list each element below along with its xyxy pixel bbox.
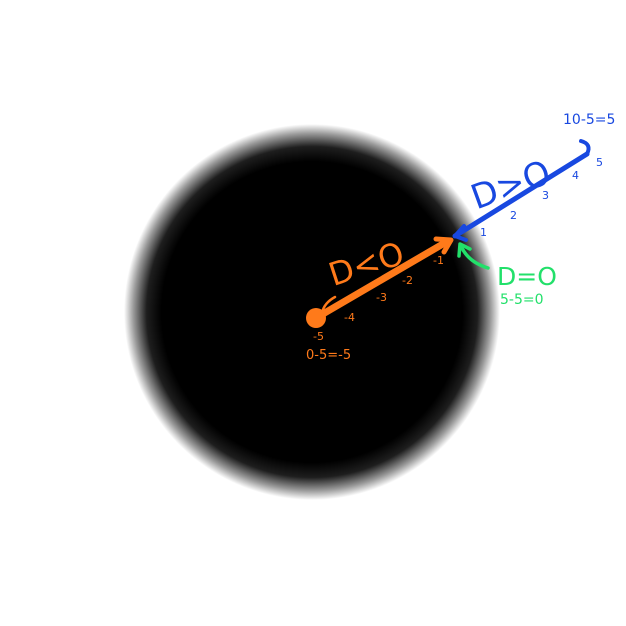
- boundary-equation: 5-5=0: [500, 292, 544, 308]
- inside-tick-label: -2: [402, 274, 413, 287]
- outside-distance-line: [452, 151, 590, 239]
- inside-tick-label: -5: [313, 330, 324, 343]
- outside-tick-label: 3: [542, 189, 549, 202]
- boundary-group: D=O 5-5=0: [457, 242, 557, 308]
- boundary-arrow: [459, 244, 490, 270]
- inside-tick-label: -3: [376, 291, 387, 304]
- inside-tick-label: -1: [433, 254, 444, 267]
- outside-tick-label: 1: [480, 226, 487, 239]
- outside-start-hook: [453, 224, 468, 242]
- outside-tick-label: 5: [596, 156, 603, 169]
- boundary-arrowhead: [457, 242, 472, 258]
- outside-tick-label: 4: [572, 169, 579, 182]
- inside-equation: 0-5=-5: [306, 348, 351, 363]
- inside-tick-label: -4: [344, 311, 355, 324]
- inside-distance-line: [312, 237, 452, 322]
- inside-group: D<O -5 -4 -3 -2 -1 0-5=-5: [306, 234, 454, 363]
- outside-tick-label: 2: [510, 209, 517, 222]
- boundary-label: D=O: [497, 262, 557, 291]
- outside-end-hook: [579, 139, 591, 156]
- inside-arrowhead: [433, 236, 454, 255]
- outside-equation: 10-5=5: [563, 112, 615, 128]
- inside-label-pointer: [320, 295, 337, 315]
